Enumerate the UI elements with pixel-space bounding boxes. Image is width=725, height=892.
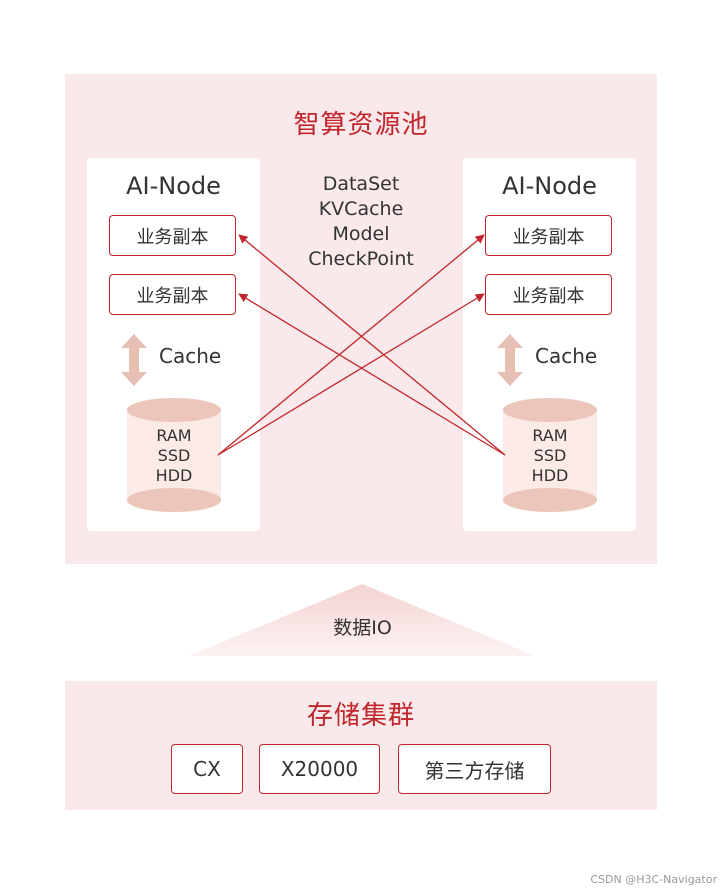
arrow-right-disk-to-left-replica-1 (238, 234, 506, 456)
storage-item-x20000: X20000 (259, 744, 380, 794)
data-type-model: Model (332, 223, 390, 245)
compute-pool-panel: 智算资源池 AI-Node 业务副本 业务副本 Cache RAM SSD HD… (65, 74, 657, 564)
media-ram: RAM (156, 426, 192, 445)
database-cylinder-icon (127, 398, 221, 512)
ai-node-right-replica-2: 业务副本 (485, 274, 612, 315)
ai-node-left-cache-label: Cache (159, 344, 222, 368)
ai-node-left-storage-cylinder: RAM SSD HDD (127, 398, 221, 520)
media-ram: RAM (532, 426, 568, 445)
ai-node-right-title: AI-Node (502, 172, 597, 200)
storage-item-third-party: 第三方存储 (398, 744, 551, 794)
storage-cluster-title: 存储集群 (306, 701, 415, 731)
ai-node-right: AI-Node 业务副本 业务副本 Cache RAM SSD HDD (463, 158, 636, 531)
data-type-kvcache: KVCache (318, 198, 404, 220)
database-cylinder-icon (503, 398, 597, 512)
data-types-list: DataSet KVCache Model CheckPoint (65, 172, 657, 272)
data-type-checkpoint: CheckPoint (308, 248, 414, 270)
ai-node-left-replica-2: 业务副本 (109, 274, 236, 315)
ai-node-right-media-list: RAM SSD HDD (503, 426, 597, 486)
media-ssd: SSD (533, 446, 567, 465)
ai-node-left-replica-1: 业务副本 (109, 215, 236, 256)
ai-node-left-media-list: RAM SSD HDD (127, 426, 221, 486)
ai-node-left-title: AI-Node (126, 172, 221, 200)
ai-node-right-cache: Cache (497, 330, 637, 388)
data-type-dataset: DataSet (322, 173, 400, 195)
storage-item-cx: CX (171, 744, 243, 794)
ai-node-left-cache: Cache (121, 330, 261, 388)
storage-cluster-panel: 存储集群 CX X20000 第三方存储 (65, 681, 657, 810)
data-io-label: 数据IO (333, 617, 392, 639)
ai-node-right-cache-label: Cache (535, 344, 598, 368)
ai-node-right-replica-1: 业务副本 (485, 215, 612, 256)
ai-node-right-storage-cylinder: RAM SSD HDD (503, 398, 597, 520)
arrow-right-disk-to-left-replica-2 (238, 293, 506, 456)
media-hdd: HDD (531, 466, 569, 485)
media-hdd: HDD (155, 466, 193, 485)
media-ssd: SSD (157, 446, 191, 465)
double-arrow-icon (497, 334, 523, 386)
double-arrow-icon (121, 334, 147, 386)
arrow-left-disk-to-right-replica-1 (217, 234, 485, 456)
watermark: CSDN @H3C-Navigator (590, 873, 717, 886)
ai-node-left: AI-Node 业务副本 业务副本 Cache RAM SSD HDD (87, 158, 260, 531)
compute-pool-title: 智算资源池 (293, 110, 429, 140)
arrow-left-disk-to-right-replica-2 (217, 293, 485, 456)
